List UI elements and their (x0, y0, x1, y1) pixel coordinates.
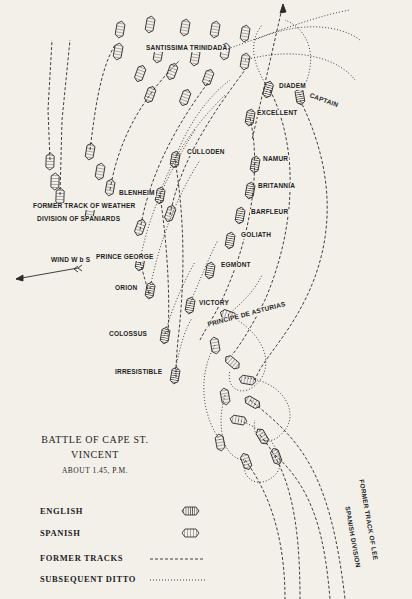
ship-name: CAPTAIN (308, 92, 340, 109)
spanish-ship (210, 336, 221, 354)
spanish-ship (238, 375, 256, 386)
spanish-ship (180, 18, 191, 36)
legend-entry: SUBSEQUENT DITTO (40, 575, 136, 584)
ship-name: PRINCE GEORGE (95, 254, 155, 261)
english-ship (155, 186, 166, 204)
ship-name: GOLIATH (240, 232, 272, 239)
legend-entry: FORMER TRACKS (40, 554, 123, 563)
english-ship (262, 80, 274, 98)
ship-name: DIADEM (278, 83, 307, 90)
ship-name: ORION (114, 285, 138, 292)
spanish-ship (240, 24, 251, 42)
map-caption: ABOUT 1.45, P.M. (30, 466, 160, 475)
ship-name: COLOSSUS (108, 331, 148, 338)
english-ship (245, 181, 256, 199)
spanish-ship (179, 88, 192, 107)
ship-name: BARFLEUR (250, 209, 289, 216)
spanish-ship (51, 173, 60, 190)
ship-name: EXCELLENT (256, 110, 298, 117)
spanish-ship (134, 64, 147, 83)
english-ship (160, 326, 171, 344)
english-ship (170, 366, 181, 384)
spanish-ship (105, 178, 116, 196)
spanish-ship (145, 15, 156, 33)
spanish-ship (182, 529, 199, 537)
map-note: FORMER TRACK OF WEATHER (32, 203, 136, 210)
spanish-ship (240, 52, 251, 70)
ship-name: SANTISSIMA TRINIDADA (145, 45, 228, 52)
spanish-ship (240, 452, 253, 471)
spanish-ship (95, 162, 106, 180)
map-note: DIVISION OF SPANIARDS (36, 216, 121, 223)
ship-name: BRITANNIA (257, 183, 296, 190)
map-title: BATTLE OF CAPE ST. VINCENT (35, 432, 155, 462)
ship-name: CULLODEN (186, 149, 226, 156)
english-ship (170, 150, 181, 168)
spanish-ship (144, 85, 157, 104)
ship-name: NAMUR (262, 156, 289, 163)
spanish-ship (164, 204, 177, 223)
ship-name: IRRESISTIBLE (114, 369, 163, 376)
legend-entry: ENGLISH (40, 507, 83, 516)
spanish-ship (113, 42, 124, 60)
spanish-ship (220, 387, 231, 405)
spanish-ship (223, 354, 241, 371)
english-ship (185, 296, 196, 314)
spanish-ship (255, 427, 270, 446)
spanish-ship (85, 142, 96, 160)
spanish-ship (243, 395, 262, 410)
spanish-ship (134, 218, 147, 237)
spanish-ship (229, 415, 247, 426)
map-note: WIND W b S (50, 257, 91, 264)
legend-entry: SPANISH (40, 529, 80, 538)
english-ship (225, 231, 236, 249)
spanish-ship (166, 62, 179, 81)
english-ship (245, 108, 256, 126)
english-ship (205, 261, 216, 279)
ship-name: EGMONT (220, 262, 252, 269)
english-ship (294, 87, 305, 105)
english-ship (250, 155, 261, 173)
english-ship (235, 206, 246, 224)
map-note: FORMER TRACK OF LEE (358, 478, 379, 562)
spanish-ship (46, 153, 55, 170)
map-note: SPANISH DIVISION (344, 505, 362, 569)
ship-name: VICTORY (198, 300, 230, 307)
spanish-ship (270, 447, 283, 466)
ship-name: BLENHEIM (118, 190, 156, 197)
spanish-ship (115, 20, 126, 38)
spanish-ship (215, 433, 226, 451)
spanish-ship (210, 20, 221, 38)
english-ship (145, 281, 156, 299)
spanish-ship (202, 68, 215, 87)
english-ship (182, 507, 199, 515)
